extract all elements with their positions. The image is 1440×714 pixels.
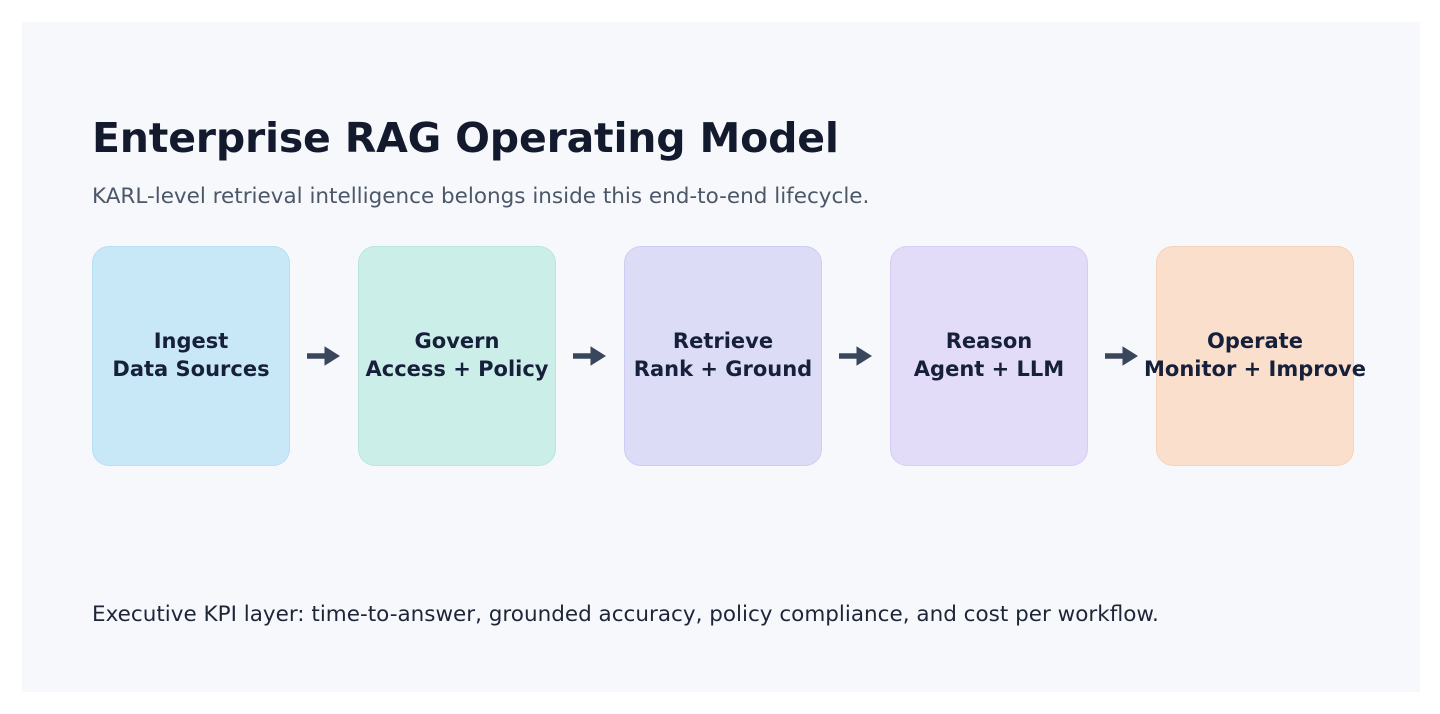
process-flow-diagram: Ingest Data Sources Govern Access + Poli… [92, 246, 1382, 466]
stage-label-reason: Reason Agent + LLM [914, 328, 1064, 383]
stage-detail-govern: Access + Policy [365, 357, 549, 381]
footer-kpi-note: Executive KPI layer: time-to-answer, gro… [92, 602, 1159, 627]
page-subtitle: KARL-level retrieval intelligence belong… [92, 184, 870, 209]
stage-box-operate[interactable]: Operate Monitor + Improve [1144, 246, 1366, 466]
arrow-right-icon [822, 246, 890, 466]
stage-title-ingest: Ingest [153, 329, 229, 354]
page-title: Enterprise RAG Operating Model [92, 114, 839, 162]
stage-detail-retrieve: Rank + Ground [633, 357, 813, 381]
stage-title-retrieve: Retrieve [672, 329, 774, 354]
arrow-right-icon [290, 246, 358, 466]
stage-title-reason: Reason [945, 329, 1033, 354]
stage-box-retrieve[interactable]: Retrieve Rank + Ground [624, 246, 822, 466]
arrow-right-icon [556, 246, 624, 466]
stage-label-ingest: Ingest Data Sources [112, 328, 269, 383]
stage-box-reason[interactable]: Reason Agent + LLM [890, 246, 1088, 466]
stage-label-govern: Govern Access + Policy [366, 328, 549, 383]
arrow-right-icon [1088, 246, 1156, 466]
stage-title-govern: Govern [414, 329, 500, 354]
stage-detail-ingest: Data Sources [112, 357, 270, 381]
stage-detail-reason: Agent + LLM [913, 357, 1065, 381]
stage-box-ingest[interactable]: Ingest Data Sources [92, 246, 290, 466]
stage-title-operate: Operate [1207, 329, 1303, 354]
stage-box-govern[interactable]: Govern Access + Policy [358, 246, 556, 466]
stage-detail-operate: Monitor + Improve [1144, 357, 1366, 381]
stage-label-operate: Operate Monitor + Improve [1144, 328, 1366, 383]
stage-label-retrieve: Retrieve Rank + Ground [634, 328, 812, 383]
slide-canvas: Enterprise RAG Operating Model KARL-leve… [22, 22, 1420, 692]
